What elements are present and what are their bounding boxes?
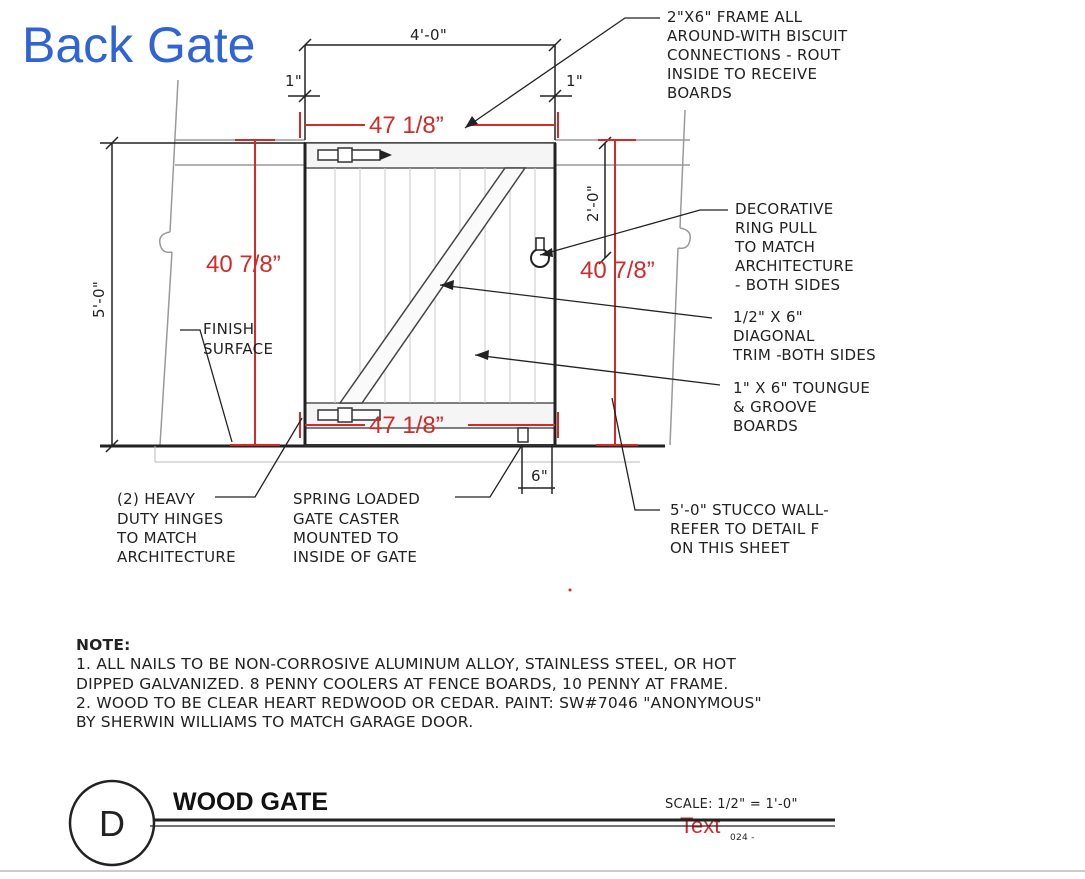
callout-hinges-line: TO MATCH [116, 529, 197, 547]
callout-caster-line: INSIDE OF GATE [293, 548, 417, 566]
dimension-lines [100, 38, 612, 494]
callout-trim-line: 1/2" X 6" [733, 308, 803, 326]
callout-boards-line: 1" X 6" TOUNGUE [733, 379, 870, 397]
dim-ring-height: 2'-0" [584, 185, 602, 222]
drawing-title: WOOD GATE [173, 788, 328, 816]
redline-right-height: 40 7/8” [580, 257, 655, 284]
redline-bottom-width: 47 1/8” [369, 412, 444, 439]
callout-wall-line: ON THIS SHEET [670, 539, 790, 557]
callout-hinges-line: DUTY HINGES [117, 510, 223, 528]
callout-stucco-wall: 5'-0" STUCCO WALL- REFER TO DETAIL F ON … [670, 501, 829, 557]
callout-ring-pull: DECORATIVE RING PULL TO MATCH ARCHITECTU… [734, 200, 854, 294]
callout-ring-line: - BOTH SIDES [735, 276, 840, 294]
callout-diagonal-trim: 1/2" X 6" DIAGONAL TRIM -BOTH SIDES [732, 308, 876, 364]
callout-frame-line: CONNECTIONS - ROUT [667, 46, 841, 64]
callout-ring-line: ARCHITECTURE [735, 257, 854, 275]
callout-ring-line: DECORATIVE [735, 200, 834, 218]
callout-boards-line: & GROOVE [733, 398, 817, 416]
callout-hinges-line: ARCHITECTURE [117, 548, 236, 566]
callout-trim-line: TRIM -BOTH SIDES [732, 346, 876, 364]
hinge-top [317, 147, 392, 163]
callout-ring-line: TO MATCH [734, 238, 815, 256]
callout-caster-line: SPRING LOADED [293, 490, 420, 508]
stucco-wall [158, 79, 692, 446]
leader-arrows [440, 116, 553, 360]
note-line: 1. ALL NAILS TO BE NON-CORROSIVE ALUMINU… [76, 655, 736, 673]
callout-finish-line: FINISH [203, 320, 254, 338]
callout-boards: 1" X 6" TOUNGUE & GROOVE BOARDS [733, 379, 870, 435]
callout-hinges-line: (2) HEAVY [117, 490, 196, 508]
sheet-ref: 024 - [730, 833, 755, 843]
diagonal-trim [338, 167, 527, 404]
page-title: Back Gate [22, 17, 255, 73]
redline-left-height: 40 7/8” [206, 251, 281, 278]
notes-heading: NOTE: [76, 636, 131, 654]
callout-finish-line: SURFACE [203, 340, 273, 358]
callout-leaders [180, 17, 728, 511]
detail-letter: D [99, 803, 125, 844]
callout-hinges: (2) HEAVY DUTY HINGES TO MATCH ARCHITECT… [116, 490, 236, 566]
callout-frame: 2"X6" FRAME ALL AROUND-WITH BISCUIT CONN… [667, 8, 848, 102]
callout-frame-line: 2"X6" FRAME ALL [667, 8, 803, 26]
note-line: BY SHERWIN WILLIAMS TO MATCH GARAGE DOOR… [76, 713, 473, 731]
redline-top-width: 47 1/8” [369, 112, 444, 139]
dim-width: 4'-0" [410, 26, 447, 44]
note-line: DIPPED GALVANIZED. 8 PENNY COOLERS AT FE… [76, 675, 729, 693]
dim-left-offset: 1" [285, 72, 302, 90]
callout-caster-line: MOUNTED TO [293, 529, 399, 547]
callout-caster: SPRING LOADED GATE CASTER MOUNTED TO INS… [293, 490, 420, 566]
callout-ring-line: RING PULL [735, 219, 817, 237]
red-dimension-lines [230, 112, 638, 446]
notes-block: NOTE: 1. ALL NAILS TO BE NON-CORROSIVE A… [76, 636, 762, 731]
dim-caster: 6" [531, 467, 548, 485]
dim-right-offset: 1" [566, 72, 583, 90]
detail-bubble [68, 779, 156, 867]
callout-trim-line: DIAGONAL [733, 327, 815, 345]
dim-height: 5'-0" [90, 281, 108, 318]
callout-frame-line: INSIDE TO RECEIVE [667, 65, 817, 83]
callout-wall-line: 5'-0" STUCCO WALL- [670, 501, 829, 519]
red-dot [568, 588, 572, 592]
note-line: 2. WOOD TO BE CLEAR HEART REDWOOD OR CED… [76, 694, 762, 712]
callout-caster-line: GATE CASTER [293, 510, 400, 528]
hinge-bottom [317, 407, 381, 423]
finish-surface-line [100, 444, 665, 463]
scale-note: SCALE: 1/2" = 1'-0" [665, 797, 798, 812]
callout-boards-line: BOARDS [733, 417, 798, 435]
callout-frame-line: BOARDS [667, 84, 732, 102]
callout-wall-line: REFER TO DETAIL F [670, 520, 820, 538]
callout-frame-line: AROUND-WITH BISCUIT [667, 27, 848, 45]
gate-caster [517, 427, 529, 443]
callout-finish-surface: FINISH SURFACE [203, 320, 273, 358]
title-block: D WOOD GATE SCALE: 1/2" = 1'-0" 024 - [68, 779, 835, 867]
